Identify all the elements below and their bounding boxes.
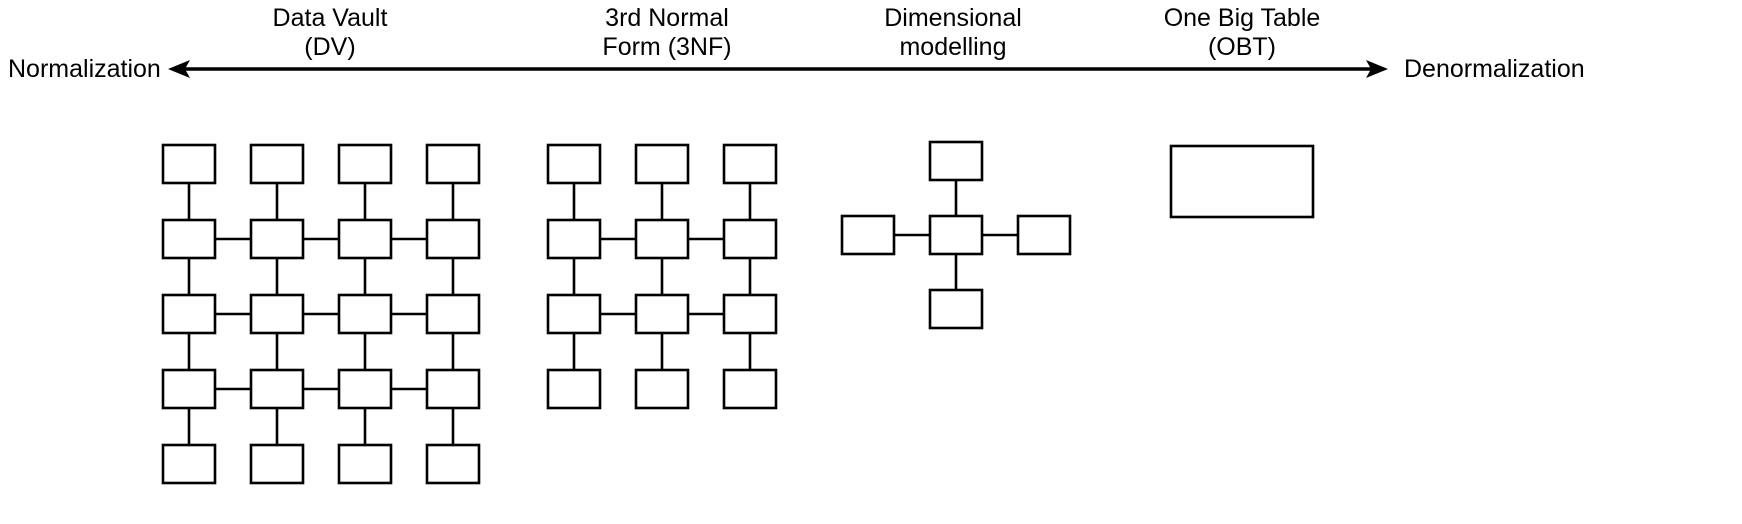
table-node [425, 143, 481, 185]
table-node [722, 368, 778, 410]
table-node [840, 214, 896, 256]
table-node [425, 293, 481, 335]
table-node [425, 368, 481, 410]
model-cluster-third-normal-form [544, 141, 780, 412]
table-node [337, 368, 393, 410]
table-node [425, 218, 481, 260]
axis-label-normalization: Normalization [8, 55, 161, 83]
table-node [546, 368, 602, 410]
table-node [161, 293, 217, 335]
table-node [546, 293, 602, 335]
table-node [546, 143, 602, 185]
stage-label-third-normal-form: 3rd Normal Form (3NF) [602, 4, 732, 61]
table-node [337, 443, 393, 485]
table-node [928, 288, 984, 330]
table-node [1169, 144, 1315, 219]
model-cluster-data-vault [159, 141, 483, 487]
table-node [1016, 214, 1072, 256]
table-node [337, 218, 393, 260]
table-node [634, 143, 690, 185]
table-node [928, 140, 984, 182]
stage-label-one-big-table: One Big Table (OBT) [1163, 4, 1321, 61]
table-node [337, 143, 393, 185]
table-node [634, 368, 690, 410]
table-node [722, 218, 778, 260]
table-node [249, 368, 305, 410]
table-node [161, 218, 217, 260]
table-node [249, 218, 305, 260]
table-node [722, 293, 778, 335]
table-node [546, 218, 602, 260]
table-node [161, 443, 217, 485]
table-node [634, 218, 690, 260]
table-node [249, 143, 305, 185]
table-node [161, 368, 217, 410]
table-node [425, 443, 481, 485]
stage-label-dimensional-modelling: Dimensional modelling [884, 4, 1022, 61]
table-node [337, 293, 393, 335]
table-node [928, 214, 984, 256]
table-node [722, 143, 778, 185]
table-node [634, 293, 690, 335]
table-node [161, 143, 217, 185]
table-node [249, 293, 305, 335]
table-node [249, 443, 305, 485]
model-cluster-dimensional-modelling [838, 138, 1074, 332]
stage-label-data-vault: Data Vault (DV) [272, 4, 388, 61]
axis-label-denormalization: Denormalization [1404, 55, 1585, 83]
model-cluster-one-big-table [1167, 142, 1317, 221]
